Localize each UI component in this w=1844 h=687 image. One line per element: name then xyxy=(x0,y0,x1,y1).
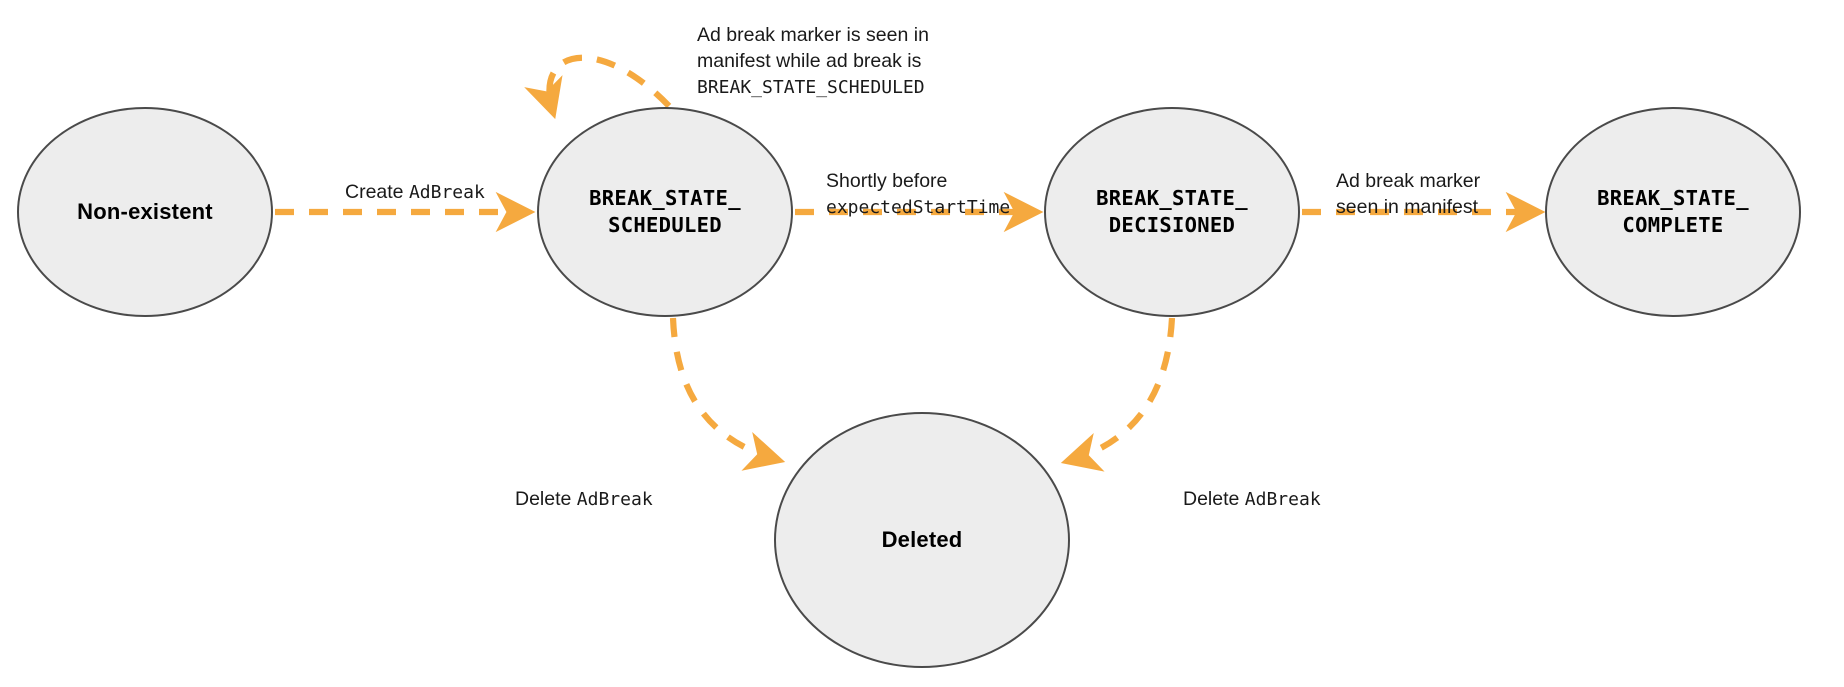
state-node-label: Non-existent xyxy=(77,198,213,224)
edge-label-decisioned-to-deleted: Delete AdBreak xyxy=(1183,488,1321,510)
edge-label-scheduled-to-deleted: Delete AdBreak xyxy=(515,488,653,510)
state-node-label: BREAK_STATE_COMPLETE xyxy=(1597,186,1749,237)
edge-self-loop-scheduled xyxy=(524,54,672,120)
state-node-decisioned[interactable]: BREAK_STATE_DECISIONED xyxy=(1044,107,1300,317)
state-node-complete[interactable]: BREAK_STATE_COMPLETE xyxy=(1545,107,1801,317)
edge-label-create: Create AdBreak xyxy=(345,181,485,203)
state-node-label: BREAK_STATE_DECISIONED xyxy=(1096,186,1248,237)
state-node-label: Deleted xyxy=(881,526,963,552)
state-node-scheduled[interactable]: BREAK_STATE_SCHEDULED xyxy=(537,107,793,317)
edge-decisioned-to-deleted xyxy=(1060,317,1176,472)
state-node-non-existent[interactable]: Non-existent xyxy=(17,107,273,317)
edge-scheduled-to-deleted xyxy=(669,317,786,471)
state-node-deleted[interactable]: Deleted xyxy=(774,412,1070,668)
state-node-label: BREAK_STATE_SCHEDULED xyxy=(589,186,741,237)
